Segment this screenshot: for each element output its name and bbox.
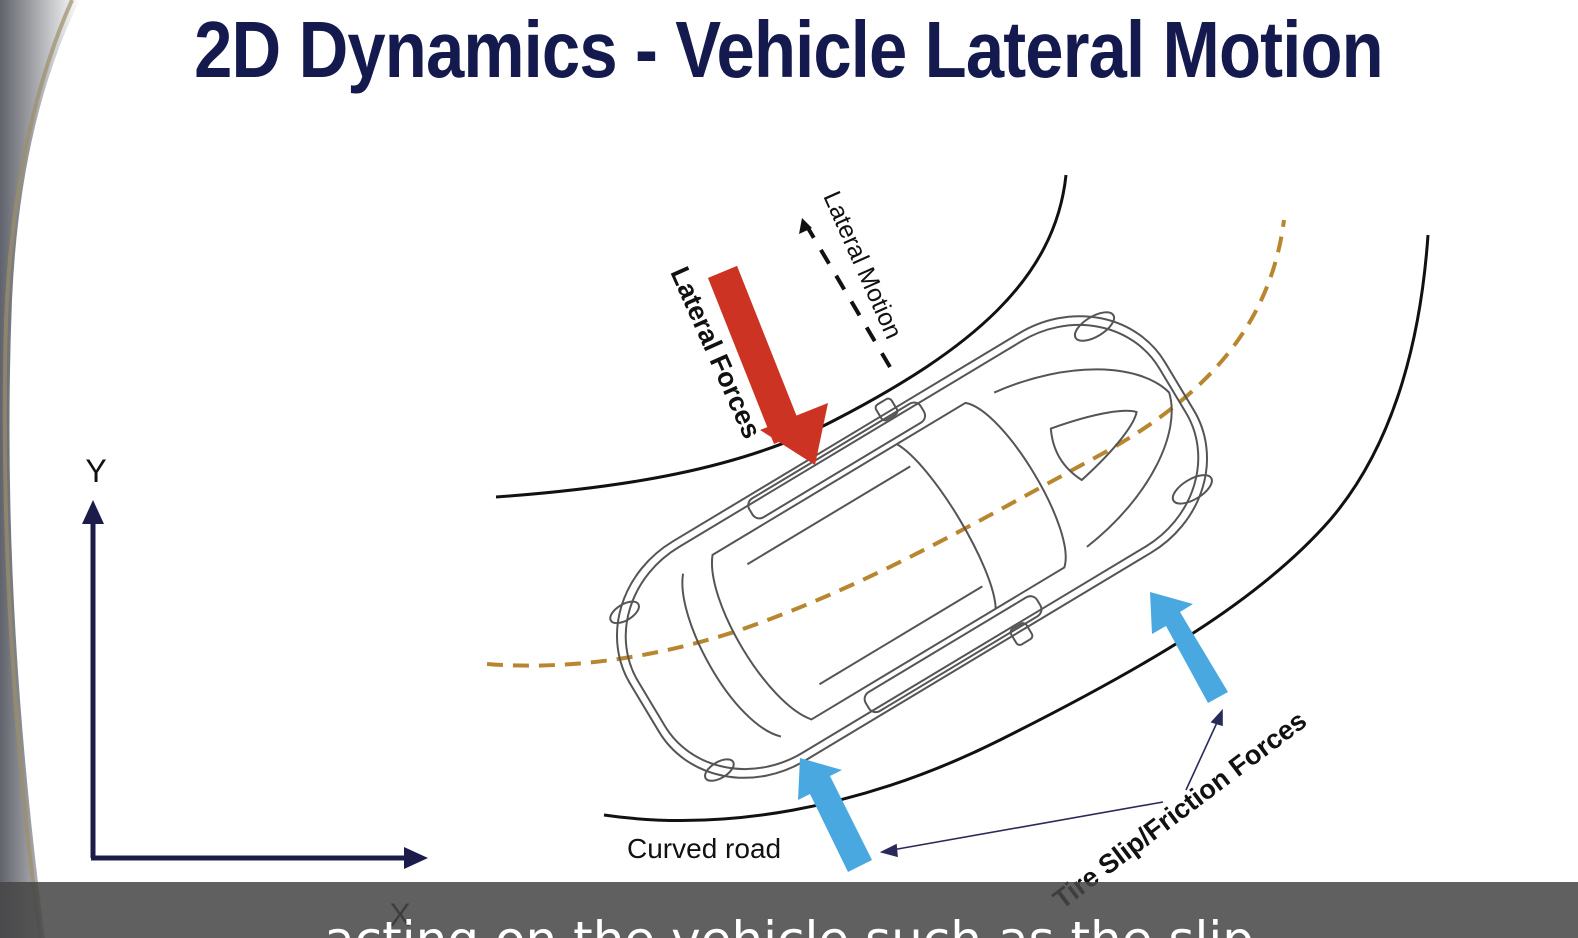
vehicle-path: [486, 219, 1286, 668]
road-outer-edge: [603, 234, 1430, 822]
road-inner-edge: [495, 174, 1068, 499]
coordinate-axes: Y X: [82, 453, 428, 933]
subtitle-text: acting on the vehicle such as the slip: [0, 910, 1578, 938]
subtitle-bar: acting on the vehicle such as the slip: [0, 882, 1578, 938]
slide-title: 2D Dynamics - Vehicle Lateral Motion: [194, 5, 1384, 94]
lateral-motion-arrow: [799, 218, 892, 369]
x-axis-arrowhead: [404, 847, 428, 869]
lateral-force-arrow: [708, 266, 828, 465]
y-axis-label: Y: [85, 453, 106, 489]
left-edge-rim: [2, 0, 74, 938]
tire-force-arrow-front: [1150, 592, 1228, 703]
lateral-motion-label: Lateral Motion: [818, 187, 908, 343]
car-outline: [609, 311, 1213, 782]
left-edge-shadow: [0, 0, 80, 938]
tire-forces-pointers: [879, 708, 1223, 858]
y-axis-arrowhead: [82, 500, 104, 524]
tire-force-arrow-rear: [798, 758, 872, 872]
curved-road-label: Curved road: [627, 833, 781, 864]
